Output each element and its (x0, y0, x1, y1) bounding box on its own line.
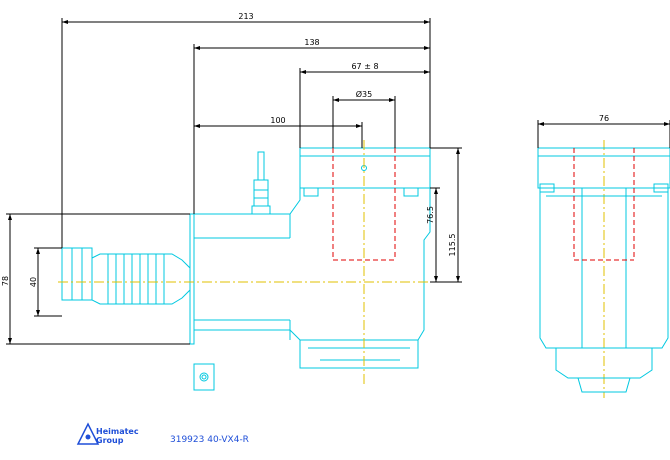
end-body (539, 188, 669, 349)
logo-line1: Heimatec (96, 427, 139, 436)
bellows-ribs (107, 254, 165, 304)
dim-bore-span: 67 ± 8 (351, 62, 378, 71)
dim-height-small: 76.5 (426, 206, 435, 224)
end-slide-block (537, 147, 670, 189)
part-number: 319923 40-VX4-R (170, 435, 249, 445)
foot-screw (199, 372, 209, 382)
bellows (91, 253, 191, 305)
nipple-body (253, 179, 269, 207)
slide-key-right (403, 187, 419, 197)
end-hidden-bore (573, 148, 635, 261)
shank-rear (61, 247, 93, 301)
side-view (61, 147, 431, 391)
slide-key-left (303, 187, 319, 197)
company-logo: Heimatec Group (76, 422, 139, 445)
dim-bore-diameter: Ø35 (356, 89, 372, 99)
nipple-base (251, 205, 271, 215)
dim-overall-length: 213 (238, 12, 253, 21)
end-nose (555, 348, 653, 379)
centerlines (58, 140, 605, 398)
side-hidden-bore (332, 148, 396, 261)
foot-block (193, 363, 215, 391)
housing (193, 187, 431, 341)
dim-shank-height: 78 (1, 276, 10, 286)
dimension-lines (6, 18, 670, 345)
logo-triangle-icon (76, 422, 100, 445)
end-view (537, 147, 670, 393)
slide-block (299, 147, 431, 189)
dim-height-total: 115.5 (448, 234, 457, 257)
dim-shank-diameter: 40 (29, 277, 38, 287)
dim-spindle-offset: 100 (270, 116, 285, 125)
nipple-top (257, 151, 265, 181)
logo-line2: Group (96, 436, 124, 445)
dim-end-view-width: 76 (599, 114, 609, 123)
arrowheads (8, 20, 670, 344)
dim-body-length: 138 (304, 38, 319, 47)
spindle-nose (299, 340, 419, 369)
logo-dot-icon (85, 434, 91, 440)
flange (189, 213, 195, 345)
